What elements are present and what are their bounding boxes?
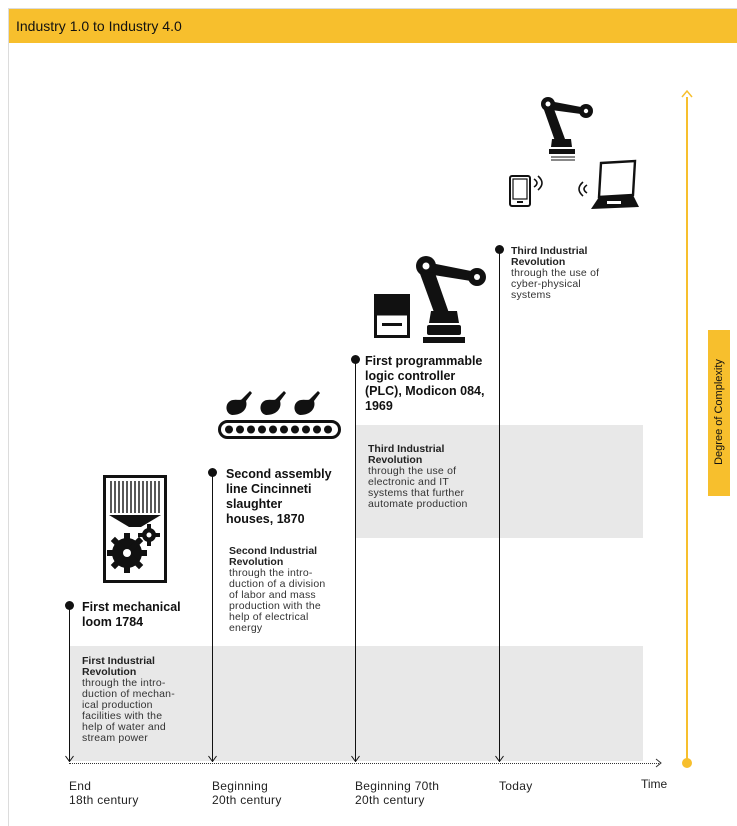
down-arrow-icon — [351, 755, 360, 762]
laptop-icon — [591, 159, 639, 209]
revolution-text-third: Third Industrial Revolution through the … — [368, 444, 468, 510]
wireless-signal-icon — [578, 181, 588, 197]
revolution-text-second: Second Industrial Revolution through the… — [229, 546, 325, 634]
milestone-line-1 — [65, 601, 74, 762]
complexity-axis-dot — [682, 758, 692, 768]
tablet-icon — [509, 175, 531, 207]
revolution-text-first: First Industrial Revolution through the … — [82, 656, 175, 744]
arrow-up-icon — [681, 89, 693, 98]
milestone-label-assembly-line: Second assembly line Cincinneti slaughte… — [226, 467, 332, 526]
revolution-description: through the intro- duction of a division… — [229, 567, 326, 634]
revolution-description: through the use of electronic and IT sys… — [368, 465, 468, 510]
revolution-title: Second Industrial Revolution — [229, 545, 318, 568]
milestone-dot — [208, 468, 217, 477]
page-title: Industry 1.0 to Industry 4.0 — [16, 18, 182, 34]
diagram-frame: Industry 1.0 to Industry 4.0 First mecha… — [8, 8, 737, 826]
milestone-label-loom: First mechanical loom 1784 — [82, 600, 181, 629]
band-first-revolution — [69, 646, 643, 761]
time-axis-label: Time — [641, 777, 668, 791]
wireless-signal-icon — [533, 175, 543, 191]
plc-controller-icon — [374, 294, 410, 338]
complexity-axis-label: Degree of Complexity — [713, 359, 725, 465]
mechanical-loom-icon — [103, 475, 167, 583]
milestone-line-4 — [495, 245, 504, 762]
revolution-description: through the intro- duction of mechan- ic… — [82, 677, 175, 744]
milestone-line-2 — [208, 468, 217, 762]
down-arrow-icon — [65, 755, 74, 762]
complexity-label-box: Degree of Complexity — [708, 330, 730, 496]
milestone-line-3 — [351, 355, 360, 762]
time-label-70s: Beginning 70th 20th century — [355, 779, 440, 807]
revolution-title: Third Industrial Revolution — [511, 245, 588, 268]
milestone-dot — [495, 245, 504, 254]
robot-arm-icon — [416, 256, 486, 343]
milestone-dot — [351, 355, 360, 364]
revolution-title: First Industrial Revolution — [82, 655, 155, 678]
down-arrow-icon — [495, 755, 504, 762]
milestone-label-plc: First programmable logic controller (PLC… — [365, 354, 485, 413]
time-label-today: Today — [499, 779, 533, 793]
revolution-title: Third Industrial Revolution — [368, 443, 445, 466]
assembly-line-icon — [218, 391, 341, 439]
time-label-20th-century: Beginning 20th century — [212, 779, 282, 807]
revolution-text-fourth: Third Industrial Revolution through the … — [511, 246, 599, 301]
down-arrow-icon — [208, 755, 217, 762]
robot-arm-icon — [541, 97, 593, 161]
time-label-18th-century: End 18th century — [69, 779, 139, 807]
complexity-axis — [686, 97, 688, 762]
time-axis — [69, 763, 659, 764]
milestone-dot — [65, 601, 74, 610]
arrow-right-icon — [655, 758, 662, 768]
header-bar: Industry 1.0 to Industry 4.0 — [9, 9, 737, 43]
revolution-description: through the use of cyber-physical system… — [511, 267, 600, 301]
